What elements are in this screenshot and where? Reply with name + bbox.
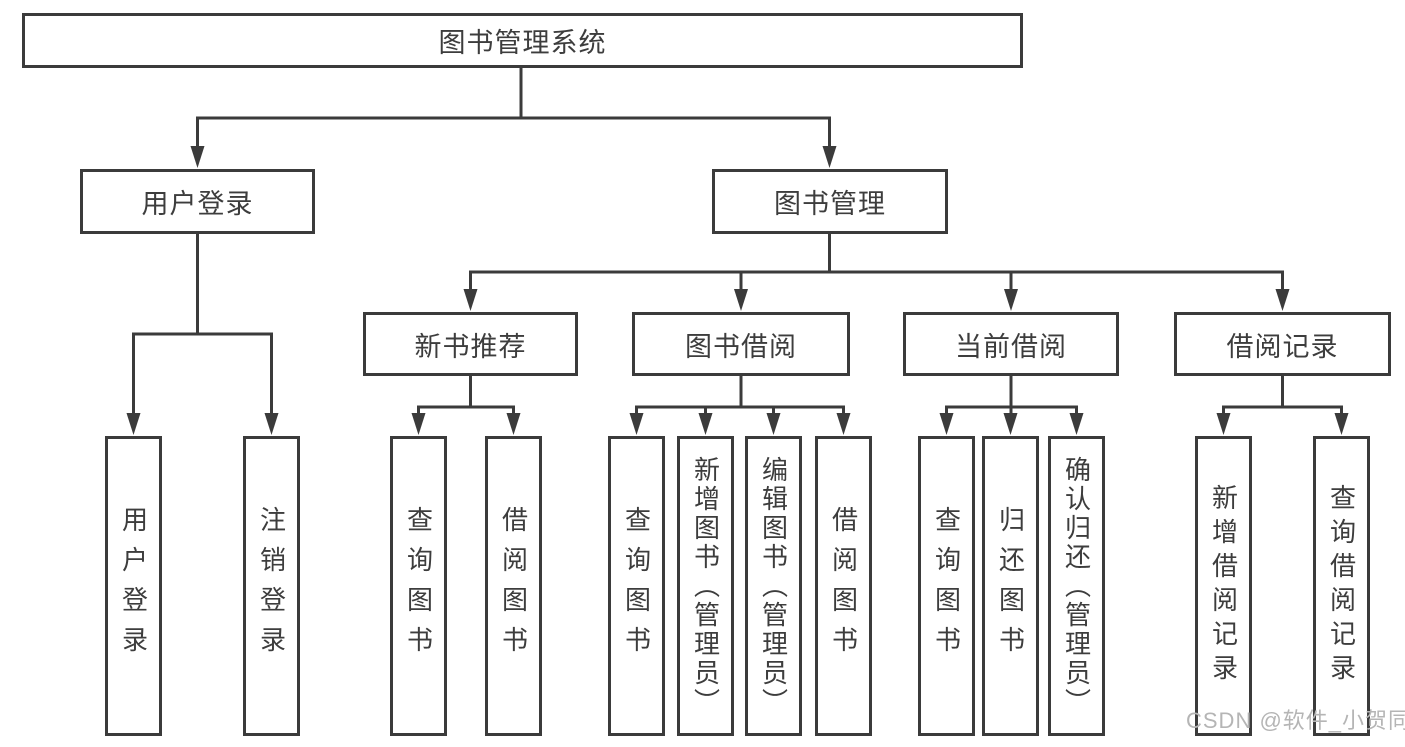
leaf-user-login: 用户登录 (105, 436, 162, 736)
leaf-add-book-admin: 新增图书（管理员） (677, 436, 734, 736)
node-current-borrowing: 当前借阅 (903, 312, 1119, 376)
leaf-query-borrow-record: 查询借阅记录 (1313, 436, 1370, 736)
leaf-add-borrow-record: 新增借阅记录 (1195, 436, 1252, 736)
leaf-query-books-current: 查询图书 (918, 436, 975, 736)
csdn-watermark: CSDN @软件_小贺同学 (1186, 708, 1405, 733)
node-new-book-recommendation: 新书推荐 (363, 312, 578, 376)
node-user-login: 用户登录 (80, 169, 315, 234)
node-borrowing-records: 借阅记录 (1174, 312, 1391, 376)
leaf-borrow-books-borrowing: 借阅图书 (815, 436, 872, 736)
leaf-query-books-borrowing: 查询图书 (608, 436, 665, 736)
leaf-borrow-books-recommend: 借阅图书 (485, 436, 542, 736)
leaf-query-books-recommend: 查询图书 (390, 436, 447, 736)
leaf-logout: 注销登录 (243, 436, 300, 736)
node-book-management: 图书管理 (712, 169, 948, 234)
leaf-edit-book-admin: 编辑图书（管理员） (745, 436, 802, 736)
leaf-confirm-return-admin: 确认归还（管理员） (1048, 436, 1105, 736)
leaf-return-books: 归还图书 (982, 436, 1039, 736)
node-library-management-system: 图书管理系统 (22, 13, 1023, 68)
node-book-borrowing: 图书借阅 (632, 312, 850, 376)
